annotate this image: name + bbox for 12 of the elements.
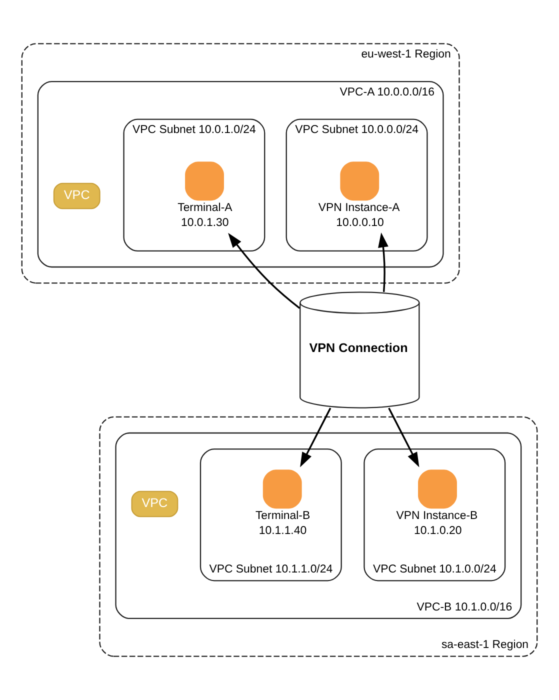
arrow — [378, 232, 388, 292]
node-label: 10.1.0.20 — [414, 524, 462, 537]
node-label: VPN Instance-B — [396, 510, 478, 522]
node-label: 10.0.0.10 — [336, 216, 384, 229]
arrow — [388, 408, 420, 468]
node-label: VPN Instance-A — [318, 202, 400, 214]
node-label: 10.0.1.30 — [181, 216, 229, 229]
node-label: Terminal-B — [255, 510, 310, 522]
arrow — [300, 408, 332, 468]
node-label: 10.1.1.40 — [258, 524, 307, 537]
arrow — [228, 232, 300, 309]
node-label: Terminal-A — [178, 202, 232, 214]
